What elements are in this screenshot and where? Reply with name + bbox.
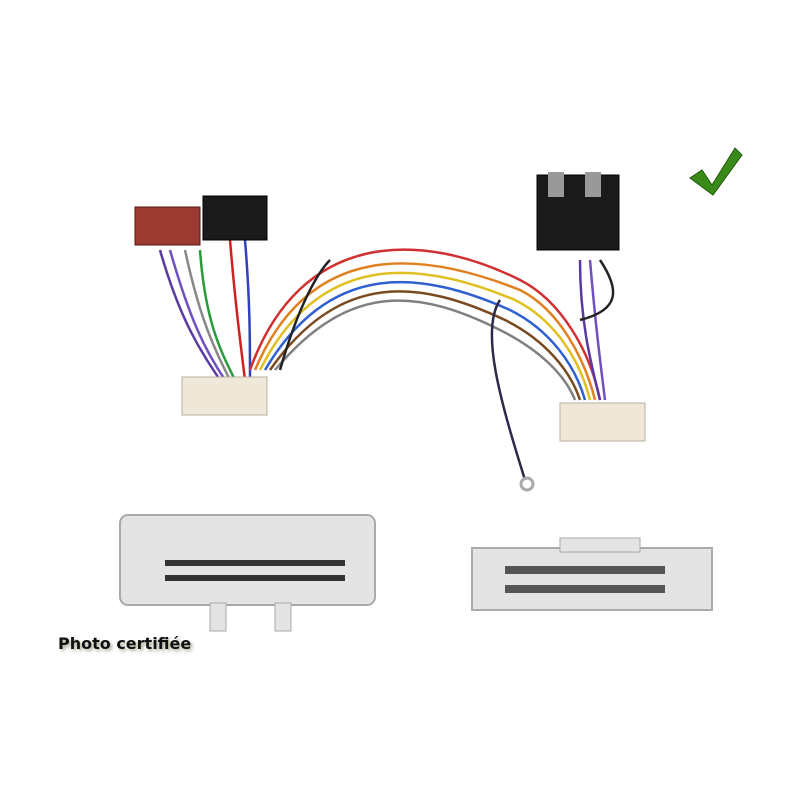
photo-certified-caption: Photo certifiée [58, 634, 192, 653]
white-connector-left [181, 376, 268, 416]
connector-face-left [119, 514, 376, 632]
iso-connector-black-right [536, 172, 620, 251]
white-connector-right [559, 402, 646, 442]
checkmark-icon [689, 147, 743, 196]
wire-bundle [158, 239, 615, 481]
iso-connector-brown [134, 206, 201, 246]
connector-face-right [471, 537, 713, 611]
iso-connector-black-left [202, 195, 268, 241]
ground-ring-terminal [519, 476, 535, 492]
